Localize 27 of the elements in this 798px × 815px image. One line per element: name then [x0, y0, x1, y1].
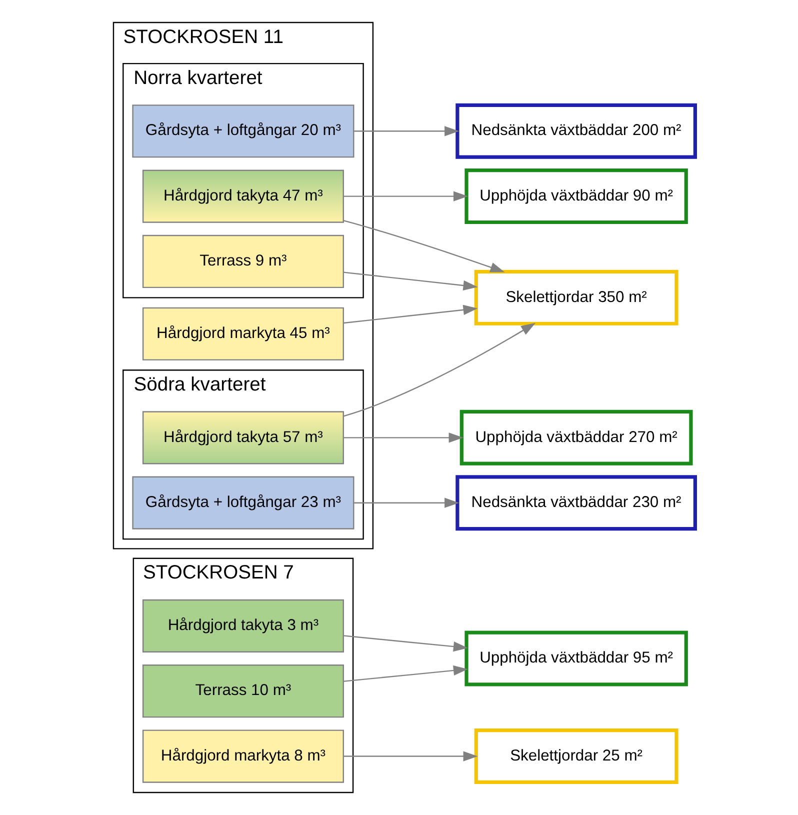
node-box: Upphöjda växtbäddar 95 m²	[464, 630, 688, 686]
node-box: Skelettjordar 25 m²	[474, 728, 678, 784]
node-box: Hårdgjord takyta 57 m³	[142, 411, 344, 464]
arrow	[343, 272, 478, 290]
node-box: Nedsänkta växtbäddar 200 m²	[455, 103, 696, 159]
node-box: Hårdgjord markyta 45 m³	[142, 307, 344, 360]
node-box: Terrass 9 m³	[142, 234, 344, 288]
arrow	[343, 191, 468, 202]
node-box: Gårdsyta + loftgångar 23 m³	[132, 476, 354, 530]
node-box: Hårdgjord takyta 47 m³	[142, 170, 344, 223]
node-box: Gårdsyta + loftgångar 20 m³	[132, 104, 354, 158]
node-box: Hårdgjord takyta 3 m³	[142, 599, 344, 652]
arrow	[342, 322, 536, 417]
node-box: Upphöjda växtbäddar 270 m²	[459, 410, 692, 466]
arrow	[354, 126, 459, 136]
arrow	[342, 220, 504, 272]
arrow	[343, 304, 478, 324]
arrow	[354, 498, 459, 508]
arrow	[343, 635, 468, 652]
arrow	[343, 432, 463, 443]
node-box: Terrass 10 m³	[142, 664, 344, 718]
node-box: Hårdgjord markyta 8 m³	[142, 730, 344, 783]
node-box: Nedsänkta växtbäddar 230 m²	[455, 475, 696, 531]
arrow	[343, 751, 478, 762]
node-box: Skelettjordar 350 m²	[474, 270, 678, 326]
arrow	[343, 665, 468, 682]
node-box: Upphöjda växtbäddar 90 m²	[464, 168, 688, 224]
